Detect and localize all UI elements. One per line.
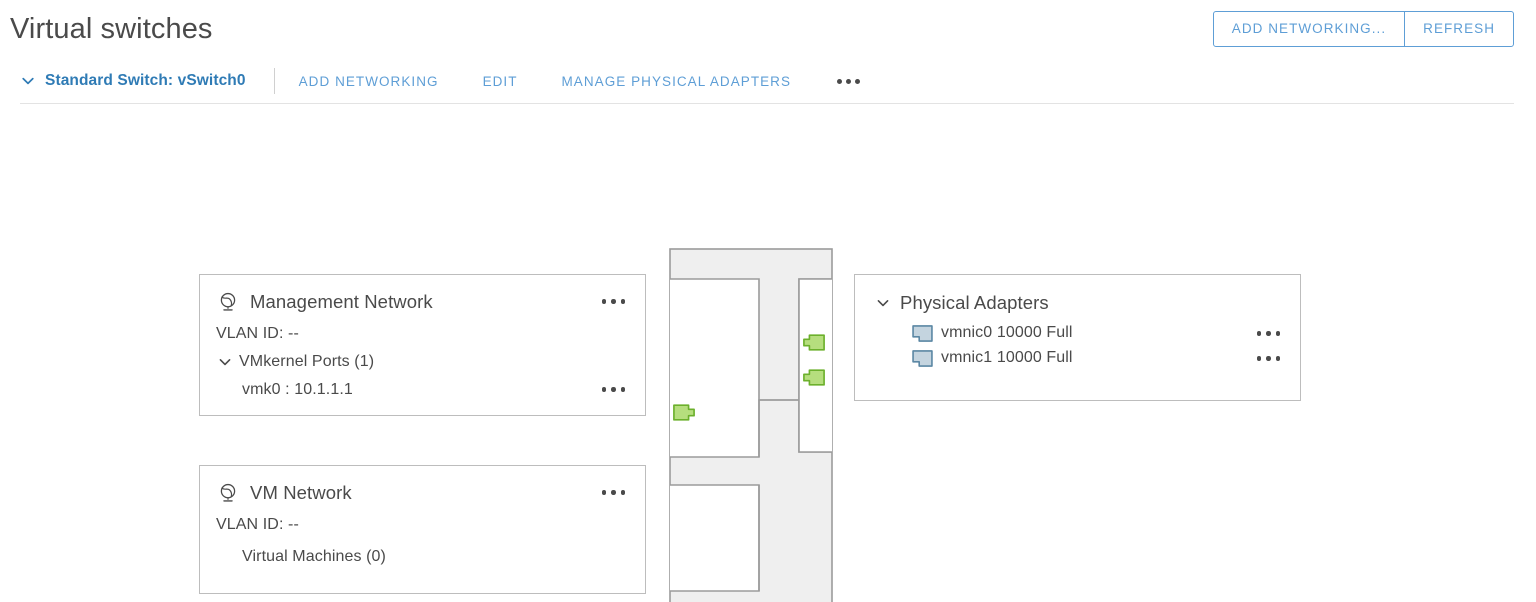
physical-adapters-toggle[interactable]: Physical Adapters [875,292,1300,314]
edit-link[interactable]: EDIT [482,73,518,89]
uplink-connector-vmnic1 [803,369,825,386]
toolbar-divider [273,68,275,94]
physical-adapter-label: vmnic1 10000 Full [941,349,1073,366]
nic-card-icon [912,349,933,367]
virtual-switch-diagram: Management Network VLAN ID: -- VMkernel … [0,104,1536,602]
physical-adapter-label: vmnic0 10000 Full [941,324,1073,341]
add-networking-button[interactable]: ADD NETWORKING... [1214,12,1404,46]
switch-toolbar: Standard Switch: vSwitch0 ADD NETWORKING… [0,58,1536,104]
vlan-id-label: VLAN ID: -- [216,516,299,533]
physical-adapters-title: Physical Adapters [900,292,1049,313]
manage-physical-adapters-link[interactable]: MANAGE PHYSICAL ADAPTERS [561,73,792,89]
port-group-globe-icon [220,292,236,311]
vlan-id-label: VLAN ID: -- [216,325,299,342]
switch-overflow-menu-icon[interactable] [835,75,862,88]
physical-adapters-card[interactable]: Physical Adapters vmnic0 10000 Full vmni… [854,274,1301,401]
vmkernel-port-label: vmk0 : 10.1.1.1 [242,381,353,398]
physical-adapter-menu-icon[interactable] [1256,331,1280,336]
port-group-menu-icon[interactable] [601,299,625,304]
refresh-button[interactable]: REFRESH [1404,12,1513,46]
vmkernel-port-connector [673,404,695,421]
add-networking-link[interactable]: ADD NETWORKING [298,73,439,89]
switch-connector-graphic [669,248,833,602]
vmkernel-port-row[interactable]: vmk0 : 10.1.1.1 [242,381,645,399]
port-group-name: VM Network [250,482,352,503]
physical-adapter-row[interactable]: vmnic1 10000 Full [912,349,1300,367]
port-group-name: Management Network [250,291,433,312]
vmkernel-port-menu-icon[interactable] [601,387,625,392]
port-group-header: VM Network [217,482,645,504]
chevron-down-icon [22,77,34,85]
port-group-globe-icon [220,483,236,502]
uplink-connector-vmnic0 [803,334,825,351]
port-group-menu-icon[interactable] [601,490,625,495]
port-group-card-vm-network[interactable]: VM Network VLAN ID: -- Virtual Machines … [199,465,646,594]
port-group-header: Management Network [217,291,645,313]
physical-adapter-row[interactable]: vmnic0 10000 Full [912,324,1300,342]
chevron-down-icon [219,359,231,366]
vmkernel-ports-label: VMkernel Ports (1) [239,353,375,370]
page-header: Virtual switches ADD NETWORKING... REFRE… [0,0,1536,58]
page-title: Virtual switches [10,12,213,45]
chevron-down-icon [877,300,889,307]
nic-card-icon [912,324,933,342]
port-group-card-management-network[interactable]: Management Network VLAN ID: -- VMkernel … [199,274,646,416]
switch-expand-toggle[interactable]: Standard Switch: vSwitch0 [20,72,246,90]
header-action-group: ADD NETWORKING... REFRESH [1212,11,1514,47]
switch-name-label: Standard Switch: vSwitch0 [45,72,246,89]
switch-action-links: ADD NETWORKING EDIT MANAGE PHYSICAL ADAP… [299,74,862,89]
virtual-machines-label: Virtual Machines (0) [242,548,386,565]
physical-adapter-menu-icon[interactable] [1256,356,1280,361]
vmkernel-ports-toggle[interactable]: VMkernel Ports (1) [217,353,645,371]
